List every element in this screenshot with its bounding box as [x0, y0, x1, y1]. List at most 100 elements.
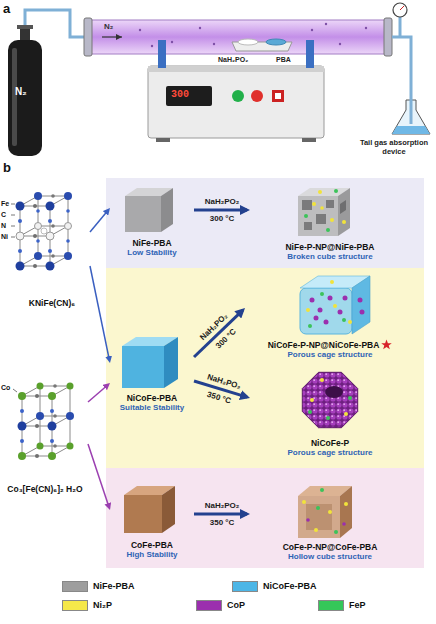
product-particle: CoFe-P-NP@CoFe-PBAHollow cube structure [250, 480, 410, 564]
crystal-lattice [53, 384, 57, 388]
broken-cube [318, 190, 322, 194]
tube-furnace [251, 90, 263, 102]
porous-cage [314, 316, 319, 321]
node-title: Co₃[Fe(CN)₆]₂ H₂O [7, 484, 82, 494]
quartz-tube [102, 36, 122, 37]
tube-furnace [156, 138, 170, 142]
crystal-lattice [51, 194, 55, 198]
quartz-tube [199, 27, 201, 29]
crystal-lattice [53, 414, 57, 418]
panel-letter: b [3, 160, 11, 176]
star-mark [382, 340, 393, 350]
text-row: Low Stability [127, 248, 176, 258]
broken-cube [338, 188, 350, 236]
porous-cage [330, 280, 334, 284]
gas-cylinder [17, 25, 33, 29]
crystal-lattice [36, 412, 44, 420]
phosphide-cage [310, 398, 314, 402]
hollow-cube [334, 530, 338, 534]
product-particle: NiCoFe-P-NP@NiCoFe-PBAPorous cage struct… [245, 272, 415, 362]
tube-furnace [302, 138, 316, 142]
crystal-lattice [48, 219, 52, 223]
device-label: Tail gas absorption device [356, 138, 432, 156]
crystal-lattice [18, 219, 22, 223]
crystal-lattice [64, 252, 72, 260]
quartz-tube [171, 41, 173, 43]
hollow-cube [320, 488, 324, 492]
quartz-tube [213, 43, 215, 45]
quartz-tube [88, 20, 386, 54]
atom-label: C [1, 211, 6, 219]
porous-cage [300, 276, 370, 334]
phosphide-cage [326, 416, 330, 420]
crystal-lattice [20, 196, 68, 266]
broken-cube [316, 214, 326, 224]
hollow-cube [316, 506, 320, 510]
broken-cube [334, 189, 338, 193]
product-particle: NiFe-P-NP@NiFe-PBABroken cube structure [250, 180, 410, 264]
hollow-cube [328, 510, 332, 514]
phosphide-cage [344, 412, 348, 416]
hollow-cube [306, 504, 332, 530]
crystal-lattice [33, 234, 37, 238]
legend-item: NiFe-PBA [62, 581, 135, 592]
crystal-lattice [18, 249, 22, 253]
porous-cage [348, 320, 352, 324]
text-row: CoFe-P-NP@CoFe-PBA [283, 542, 378, 552]
crystal-lattice [35, 394, 39, 398]
tube-furnace [158, 40, 166, 68]
crystal-lattice [22, 386, 70, 456]
node-title: NiCoFe-PBA [127, 393, 178, 403]
broken-cube [304, 214, 308, 218]
text-row: Broken cube structure [287, 252, 372, 262]
display-reading: 300 [171, 89, 189, 101]
hollow-cube [298, 496, 340, 538]
legend-item: FeP [318, 600, 366, 611]
structure-caption: Hollow cube structure [288, 552, 372, 562]
atom-label: Fe [1, 200, 9, 208]
quartz-tube [365, 27, 367, 29]
crystal-lattice [37, 383, 44, 390]
crystal-lattice [51, 254, 55, 258]
text-row: Suitable Stability [120, 403, 184, 413]
text-row: Hollow cube structure [288, 552, 372, 562]
temperature-label: 300 °C [210, 214, 235, 224]
atom-label: N [1, 222, 6, 230]
crystal-lattice [67, 443, 74, 450]
broken-cube [342, 220, 346, 224]
legend-swatch [62, 581, 88, 592]
legend-swatch [318, 600, 344, 611]
quartz-tube [139, 29, 141, 31]
crystal-lattice [66, 209, 70, 213]
tube-furnace [166, 86, 212, 106]
temperature-label: 350 °C [206, 390, 232, 406]
crystal-lattice [66, 239, 70, 243]
atom-label: Co [1, 384, 10, 392]
tube-furnace [306, 40, 314, 68]
text-row: KNiFe(CN)₆ [29, 298, 75, 308]
reagent-label: NaH₂PO₂ [218, 56, 248, 64]
hollow-cube [306, 518, 310, 522]
precursor-arrow [88, 385, 108, 402]
hollow-cube [302, 500, 306, 504]
hollow-cube [314, 528, 318, 532]
nicofe-pba-cube [164, 337, 178, 388]
porous-cage [360, 310, 365, 315]
gas-cylinder [8, 10, 88, 156]
structure-caption: Broken cube structure [287, 252, 372, 262]
tube-furnace [232, 90, 244, 102]
precursor-arrow [90, 266, 109, 360]
quartz-tube [84, 18, 92, 56]
absorption-flask [392, 37, 411, 124]
crystal-lattice [37, 443, 44, 450]
quartz-tube [311, 29, 313, 31]
crystal-lattice [16, 262, 25, 271]
stability-band [106, 178, 424, 568]
crystal-lattice [34, 252, 42, 260]
absorption-flask [392, 3, 430, 134]
phosphide-cage [348, 396, 352, 400]
precursor-cube: CoFe-PBAHigh Stability [110, 484, 194, 562]
crystal-lattice [46, 232, 54, 240]
crystal-lattice [67, 383, 74, 390]
